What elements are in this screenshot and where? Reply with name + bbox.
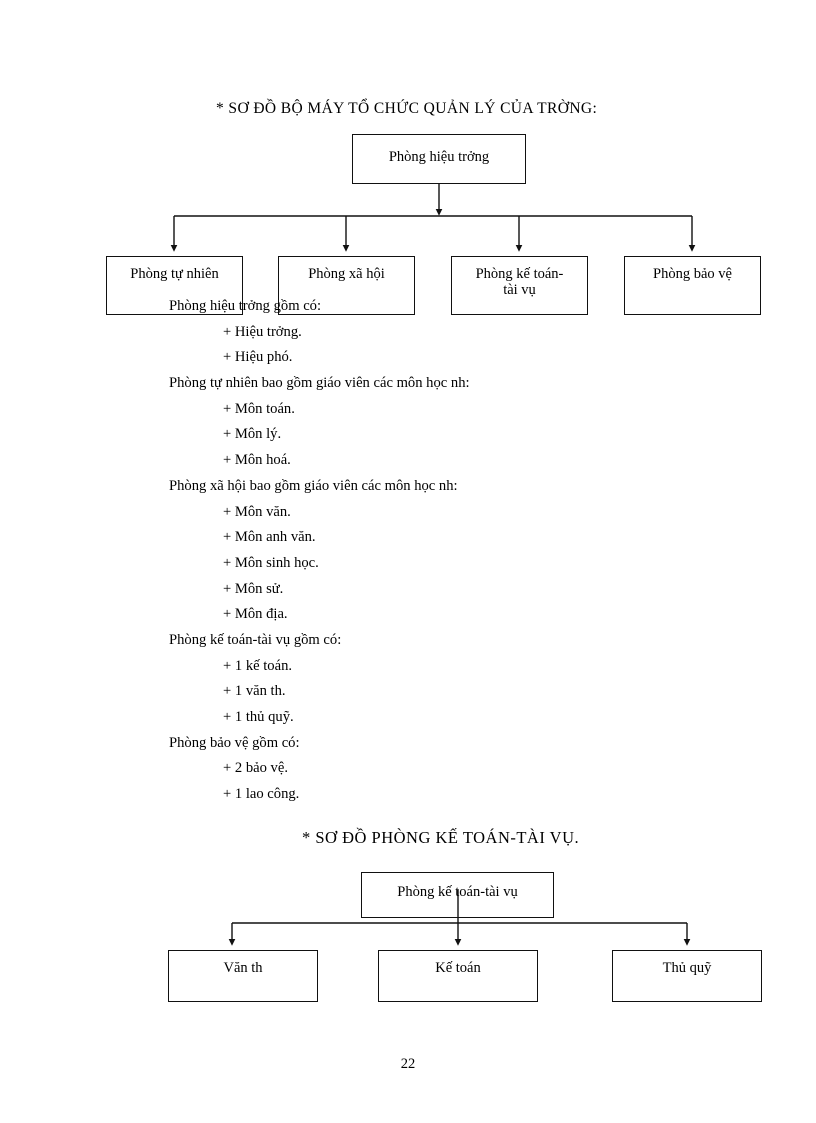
accounting-node-root[interactable]: Phòng kế toán-tài vụ — [361, 872, 554, 918]
accounting-node-clerk-label: Văn th — [223, 960, 263, 976]
body-text-line: + Môn địa. — [223, 606, 288, 623]
accounting-node-accountant[interactable]: Kế toán — [378, 950, 538, 1002]
org-node-principal-office-label: Phòng hiệu trởng — [388, 149, 490, 165]
org-node-natural-sciences[interactable]: Phòng tự nhiên — [106, 256, 243, 315]
org-node-principal-office[interactable]: Phòng hiệu trởng — [352, 134, 526, 184]
body-text-line: + Môn văn. — [223, 503, 291, 520]
body-text-line: + Môn sinh học. — [223, 554, 319, 571]
org-node-accounting-finance-label: Phòng kế toán- tài vụ — [475, 266, 564, 299]
accounting-node-root-label: Phòng kế toán-tài vụ — [397, 884, 518, 900]
body-text-line: + Môn lý. — [223, 426, 282, 443]
body-text-line: Phòng kế toán-tài vụ gồm có: — [169, 631, 342, 648]
body-text-line: + 1 thủ quỹ. — [223, 709, 294, 725]
accounting-node-cashier[interactable]: Thủ quỹ — [612, 950, 762, 1002]
body-text-line: + 1 lao công. — [223, 786, 300, 803]
org-node-social-sciences-label: Phòng xã hội — [308, 266, 385, 282]
accounting-chart-heading: * SƠ ĐỒ PHÒNG KẾ TOÁN-TÀI VỤ. — [302, 828, 580, 847]
body-text-line: + 2 bảo vệ. — [223, 760, 288, 777]
org-node-accounting-finance[interactable]: Phòng kế toán- tài vụ — [451, 256, 588, 315]
body-text-line: Phòng tự nhiên bao gồm giáo viên các môn… — [169, 375, 470, 392]
org-chart-heading: * SƠ ĐỒ BỘ MÁY TỔ CHỨC QUẢN LÝ CỦA TRỜNG… — [216, 100, 598, 117]
body-text-line: Phòng xã hội bao gồm giáo viên các môn h… — [169, 477, 458, 494]
accounting-node-cashier-label: Thủ quỹ — [662, 960, 712, 976]
body-text-line: + Môn hoá. — [223, 452, 291, 469]
org-node-social-sciences[interactable]: Phòng xã hội — [278, 256, 415, 315]
body-text-line: + 1 kế toán. — [223, 657, 293, 674]
org-node-security[interactable]: Phòng bảo vệ — [624, 256, 761, 315]
org-node-natural-sciences-label: Phòng tự nhiên — [130, 266, 219, 282]
body-text-line: Phòng hiệu trởng gồm có: — [169, 298, 322, 314]
accounting-node-clerk[interactable]: Văn th — [168, 950, 318, 1002]
body-text-line: + Môn toán. — [223, 400, 295, 417]
accounting-node-accountant-label: Kế toán — [435, 960, 481, 976]
body-text-line: + Môn anh văn. — [223, 529, 316, 546]
body-text-line: + Hiệu phó. — [223, 349, 293, 366]
body-text-line: + 1 văn th. — [223, 683, 286, 700]
body-text-block: Phòng hiệu trởng gồm có: + Hiệu trởng. + H… — [169, 294, 639, 808]
page-number: 22 — [400, 1056, 416, 1072]
body-text-line: + Môn sử. — [223, 580, 284, 597]
body-text-line: Phòng bảo vệ gồm có: — [169, 734, 300, 751]
body-text-line: + Hiệu trởng. — [223, 323, 302, 340]
org-node-security-label: Phòng bảo vệ — [653, 266, 732, 282]
